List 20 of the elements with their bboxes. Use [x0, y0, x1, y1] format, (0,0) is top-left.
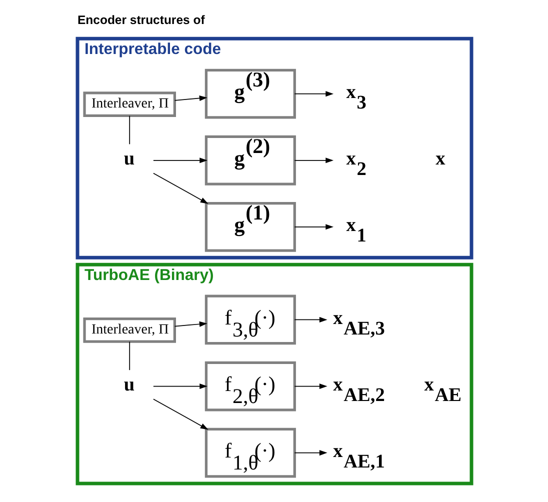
- arrow: [294, 450, 327, 456]
- arrow: [294, 384, 327, 390]
- arrow: [174, 96, 207, 102]
- arrow: [294, 224, 334, 230]
- node-text: u: [123, 374, 134, 396]
- arrow: [152, 384, 207, 390]
- connector: [128, 341, 130, 370]
- arrow: [152, 398, 208, 430]
- label: x: [435, 148, 445, 170]
- connector: [128, 115, 130, 145]
- arrow: [294, 158, 334, 164]
- diagram-title: Encoder structures of: [77, 12, 204, 27]
- node-text: u: [123, 148, 134, 170]
- arrow: [152, 172, 208, 204]
- arrow: [174, 321, 207, 327]
- arrow: [152, 158, 207, 164]
- node-box: Interleaver, Π: [82, 92, 176, 118]
- arrow: [294, 91, 334, 97]
- node-box: Interleaver, Π: [82, 318, 176, 343]
- arrow: [294, 316, 327, 322]
